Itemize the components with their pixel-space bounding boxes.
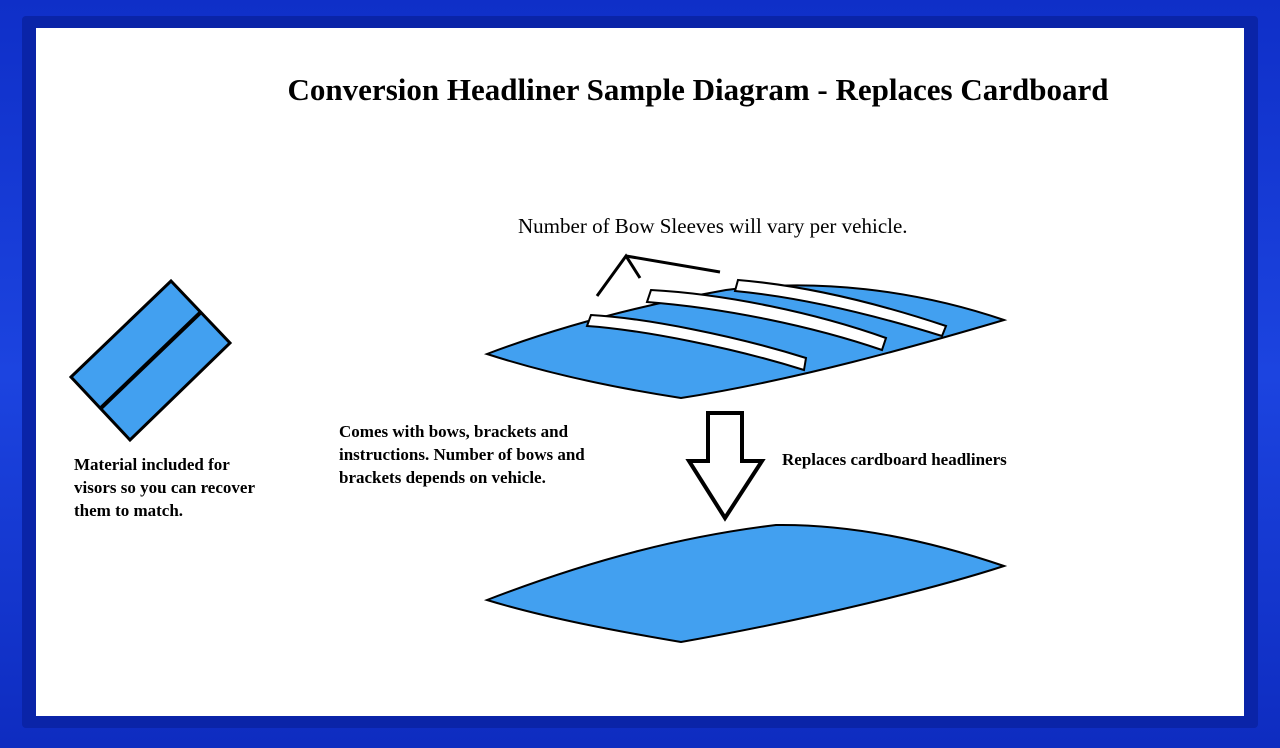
diagram-canvas: Conversion Headliner Sample Diagram - Re… xyxy=(36,28,1244,716)
page-title: Conversion Headliner Sample Diagram - Re… xyxy=(287,72,1109,107)
bow-sleeve-caption: Number of Bow Sleeves will vary per vehi… xyxy=(518,214,908,238)
bow-sleeve xyxy=(645,288,888,352)
replacement-headliner-panel xyxy=(483,523,1008,644)
sleeve-pointer-lines xyxy=(595,253,721,297)
bow-sleeve xyxy=(585,313,808,372)
visor-material-note: Material included for visors so you can … xyxy=(74,455,255,520)
visor-shape xyxy=(68,278,233,443)
diagram-artwork xyxy=(68,253,1008,644)
bow-sleeve xyxy=(733,278,948,338)
headliner-with-sleeves xyxy=(483,278,1008,400)
bows-included-note: Comes with bows, brackets and instructio… xyxy=(339,422,585,487)
down-arrow-icon xyxy=(685,411,766,522)
replaces-cardboard-note: Replaces cardboard headliners xyxy=(782,450,1007,469)
